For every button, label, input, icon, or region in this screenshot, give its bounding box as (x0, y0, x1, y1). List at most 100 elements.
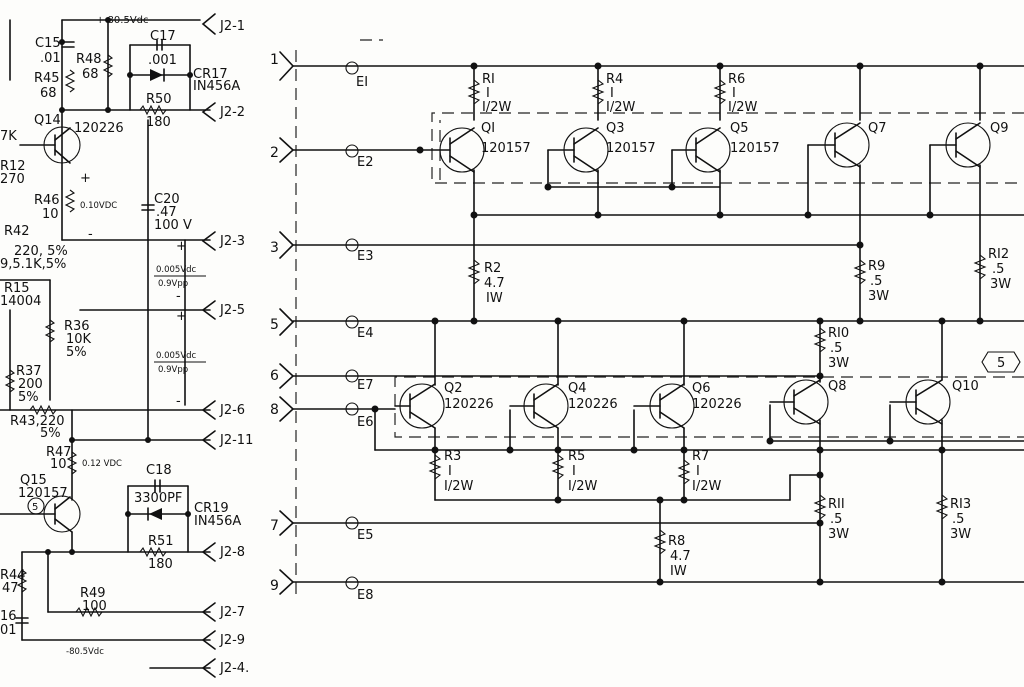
r11-label: RII (828, 497, 845, 512)
r2-value: 4.7 (484, 276, 505, 291)
jack-label: J2-9 (219, 633, 245, 648)
q7-label: Q7 (868, 121, 887, 136)
right-schematic: 1 2 3 5 6 8 7 9 EI E2 E3 E4 E7 E6 E5 E8 (45, 17, 1024, 603)
r13-value: .5 (952, 512, 964, 527)
terminal-label: E6 (357, 415, 374, 430)
r15-part: 14004 (0, 294, 41, 309)
r51-label: R51 (148, 534, 174, 549)
q3-label: Q3 (606, 121, 625, 136)
terminal-label: E4 (357, 326, 374, 341)
c15-value: .01 (40, 51, 61, 66)
r7-label: R7 (692, 449, 709, 464)
pin-number: 7 (270, 518, 279, 534)
c20-rating: 100 V (154, 218, 192, 233)
jack-label: J2-4. (219, 661, 249, 676)
r4-value: I (610, 86, 614, 101)
jack-label: J2-3 (219, 234, 245, 249)
r8-value: 4.7 (670, 549, 691, 564)
q15-label: Q15 (20, 473, 47, 488)
svg-text:-: - (88, 227, 93, 242)
r1-value: I (486, 86, 490, 101)
transistors-upper (419, 122, 991, 173)
r36-tol: 5% (66, 345, 87, 360)
terminal-label: E8 (357, 588, 374, 603)
r4-watt: I/2W (606, 100, 635, 115)
r46-label: R46 (34, 193, 60, 208)
r6-label: R6 (728, 72, 745, 87)
c16-value: 01 (0, 623, 17, 638)
pin-number: 2 (270, 145, 279, 161)
pin-number: 3 (270, 240, 279, 256)
left-schematic: + 80.5Vdc C15 .01 R45 68 R48 68 C17 .001… (0, 13, 253, 678)
r36-value: 10K (66, 332, 92, 347)
jack-label: J2-7 (219, 605, 245, 620)
r51-value: 180 (148, 557, 173, 572)
c16-label: 16 (0, 609, 17, 624)
meas1-v1: 0.005Vdc (156, 265, 197, 275)
jack-label: J2-1 (219, 19, 245, 34)
r6-value: I (732, 86, 736, 101)
r9-watt: 3W (868, 289, 889, 304)
r2-watt: IW (486, 291, 503, 306)
jack-label: J2-5 (219, 303, 245, 318)
terminals: EI E2 E3 E4 E7 E6 E5 E8 (345, 61, 374, 603)
svg-text:-: - (176, 289, 181, 304)
r37-tol: 5% (18, 390, 39, 405)
c20-value: .47 (156, 205, 177, 220)
r12-value: .5 (992, 262, 1004, 277)
r42-value: 220, 5% (14, 244, 68, 259)
edge-pins: 1 2 3 5 6 8 7 9 (270, 51, 295, 595)
q2-part: 120226 (444, 397, 494, 412)
r42b-value: 9,5.1K,5% (0, 257, 66, 272)
jack-label: J2-2 (219, 105, 245, 120)
q5-label: Q5 (730, 121, 749, 136)
c17-label: C17 (150, 29, 176, 44)
r46-voltage: 0.10VDC (80, 201, 117, 211)
q1-part: 120157 (481, 141, 531, 156)
r10-label: RI0 (828, 326, 849, 341)
r10-watt: 3W (828, 356, 849, 371)
pin-number: 8 (270, 402, 279, 418)
q6-part: 120226 (692, 397, 742, 412)
terminal-label: E2 (357, 155, 374, 170)
r3-watt: I/2W (444, 479, 473, 494)
cr19-part: IN456A (194, 514, 241, 529)
q14-label: Q14 (34, 113, 61, 128)
k7-label: 7K (0, 129, 17, 144)
r47-voltage: 0.12 VDC (82, 459, 122, 469)
jack-label: J2-8 (219, 545, 245, 560)
cr17-part: IN456A (193, 79, 240, 94)
q8-label: Q8 (828, 379, 847, 394)
r43-label: R43,220 (10, 414, 65, 429)
r1-watt: I/2W (482, 100, 511, 115)
r2-label: R2 (484, 261, 501, 276)
jack-label: J2-11 (219, 433, 253, 448)
r12-label: R12 (0, 159, 26, 174)
r50-label: R50 (146, 92, 172, 107)
r44-value: 47 (2, 581, 19, 596)
pin-number: 9 (270, 578, 279, 594)
r47-value: 10 (50, 457, 67, 472)
r8-label: R8 (668, 534, 685, 549)
svg-text:+: + (80, 171, 91, 186)
r49-value: 100 (82, 599, 107, 614)
r42-label: R42 (4, 224, 30, 239)
r37-label: R37 (16, 364, 42, 379)
c20-label: C20 (154, 192, 180, 207)
pin-number: 5 (270, 317, 279, 333)
q5-part: 120157 (730, 141, 780, 156)
r9-label: R9 (868, 259, 885, 274)
supply-pos-label: + 80.5Vdc (96, 15, 149, 26)
q10-label: Q10 (952, 379, 979, 394)
r43-tol: 5% (40, 426, 61, 441)
terminal-label: E7 (357, 378, 374, 393)
q6-label: Q6 (692, 381, 711, 396)
r11-watt: 3W (828, 527, 849, 542)
r6-watt: I/2W (728, 100, 757, 115)
r47-label: R47 (46, 445, 72, 460)
r5-value: I (572, 464, 576, 479)
jacks: J2-1 J2-2 J2-3 J2-5 J2-6 J2-11 J2-8 J2-7… (201, 13, 253, 678)
badge-label: 5 (997, 356, 1005, 371)
